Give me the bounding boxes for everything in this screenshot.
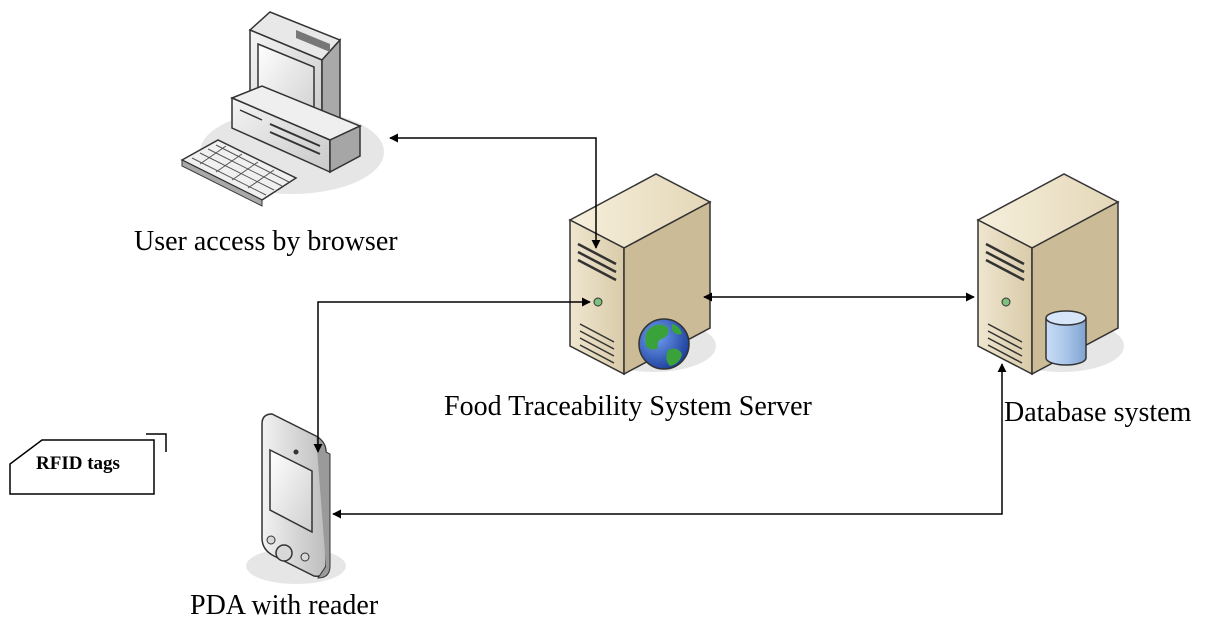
database-server-icon xyxy=(976,173,1124,376)
connector-pda-db xyxy=(332,363,1007,519)
pda-label: PDA with reader xyxy=(190,590,379,621)
web-server-icon xyxy=(568,173,716,376)
client-label: User access by browser xyxy=(134,226,398,257)
app-server-label: Food Traceability System Server xyxy=(444,391,812,422)
connector-client-app-server xyxy=(389,133,601,249)
connections xyxy=(313,133,1007,519)
database-cylinder-icon xyxy=(1045,310,1087,366)
rfid-tags-label: RFID tags xyxy=(36,453,120,474)
rfid-tag-icon xyxy=(9,433,167,495)
pda-icon xyxy=(246,413,346,584)
desktop-computer-icon xyxy=(180,11,384,207)
connector-pda-app-server xyxy=(313,297,591,453)
globe-icon xyxy=(638,318,690,370)
db-server-label: Database system xyxy=(1004,397,1192,428)
